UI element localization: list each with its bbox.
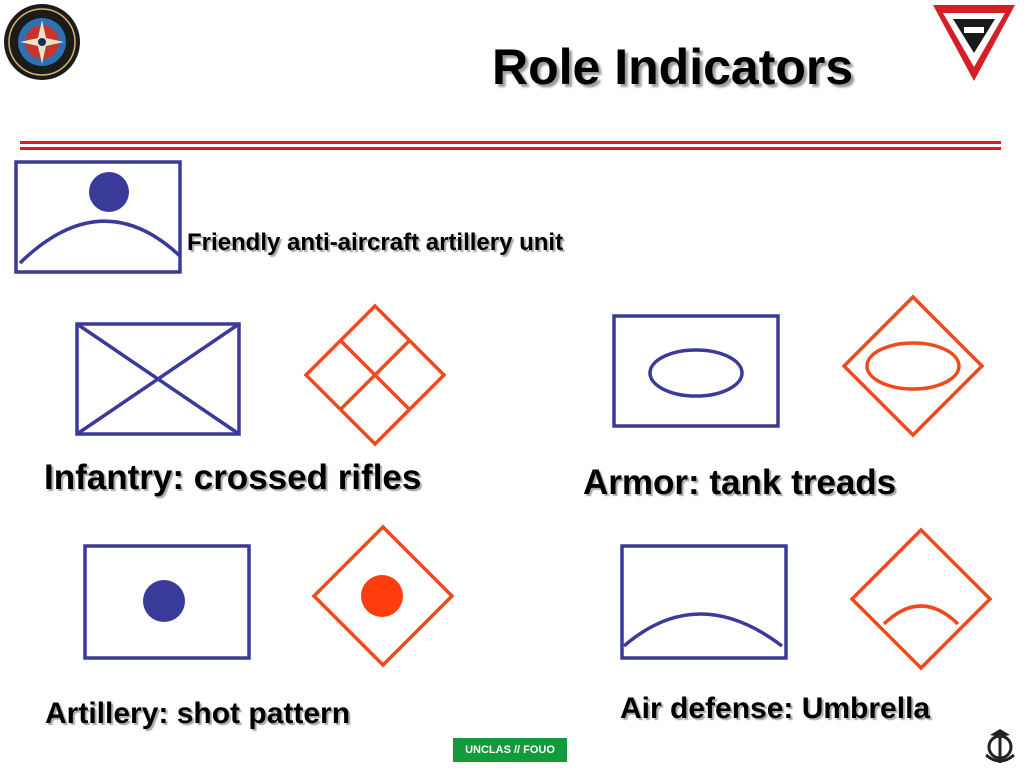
armor-label: Armor: tank treads — [583, 463, 897, 502]
marine-corps-intelligence-emblem-icon — [4, 4, 80, 80]
artillery-friendly-symbol — [83, 544, 251, 660]
intelligence-cell-emblem-icon — [933, 5, 1015, 81]
infantry-hostile-symbol — [303, 303, 447, 447]
page-title: Role Indicators — [492, 39, 854, 95]
main-symbol-label: Friendly anti-aircraft artillery unit — [187, 229, 564, 256]
eagle-globe-anchor-icon — [985, 729, 1015, 763]
armor-friendly-symbol — [612, 314, 780, 428]
air-defense-friendly-symbol — [620, 544, 788, 660]
air-defense-hostile-symbol — [849, 527, 993, 671]
infantry-label: Infantry: crossed rifles — [44, 458, 422, 497]
anti-aircraft-artillery-symbol — [14, 160, 182, 274]
artillery-label: Artillery: shot pattern — [45, 697, 351, 730]
armor-hostile-symbol — [841, 294, 985, 438]
infantry-friendly-symbol — [75, 322, 241, 436]
classification-banner: UNCLAS // FOUO — [453, 738, 567, 762]
header-rule-bottom — [20, 147, 1001, 150]
air-defense-label: Air defense: Umbrella — [620, 692, 931, 725]
header-rule-top — [20, 141, 1001, 144]
artillery-hostile-symbol — [311, 524, 455, 668]
